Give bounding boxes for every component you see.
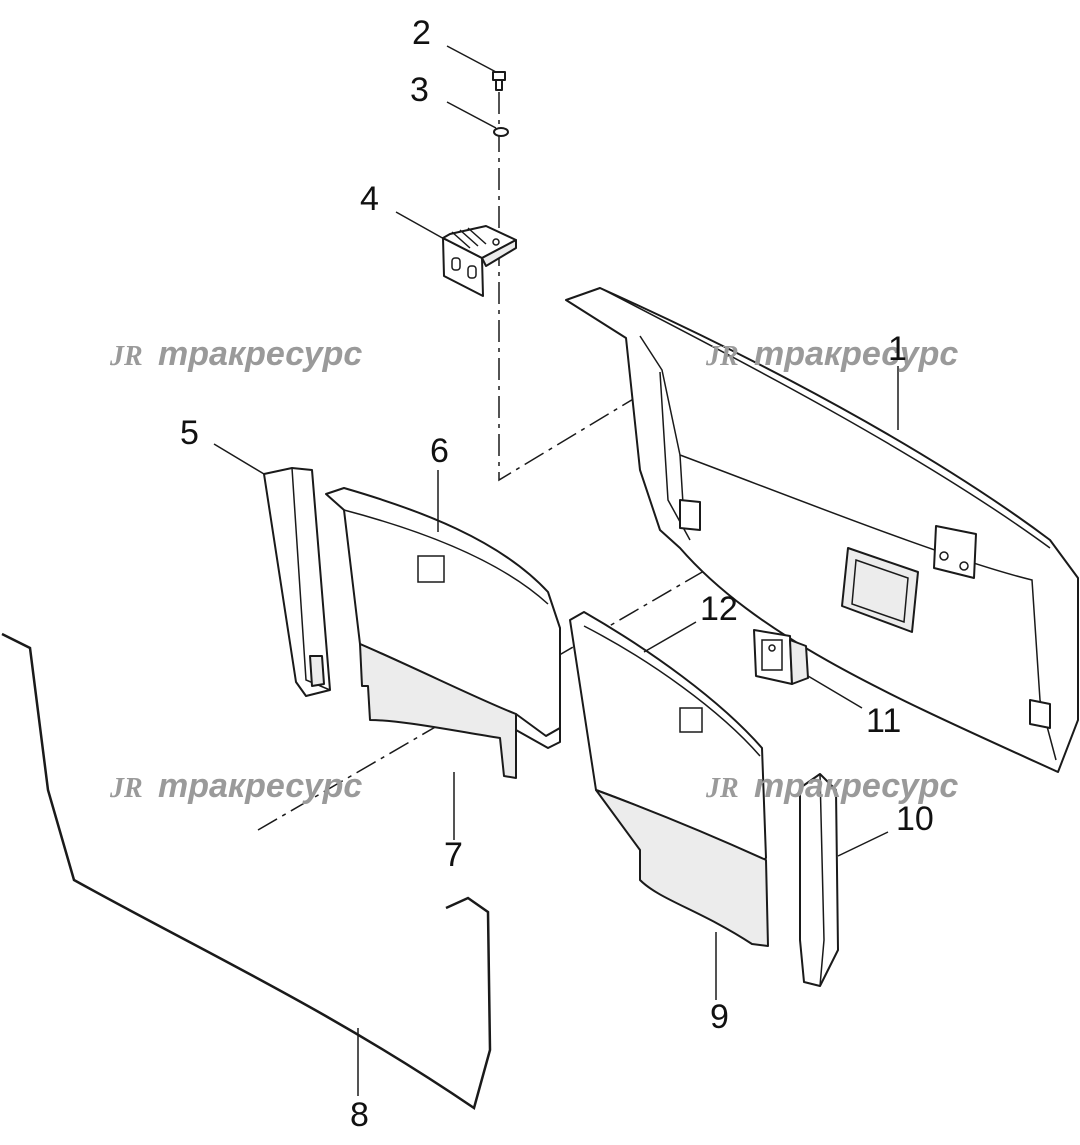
part-latch bbox=[753, 629, 809, 685]
callout-11: 11 bbox=[866, 702, 901, 740]
watermark-text: тракресурс bbox=[158, 767, 362, 805]
watermark-logo: JR bbox=[705, 341, 739, 372]
callout-7: 7 bbox=[444, 836, 463, 874]
callout-6: 6 bbox=[430, 432, 449, 470]
callout-8: 8 bbox=[350, 1096, 369, 1134]
part-front-panel bbox=[565, 287, 1079, 773]
watermark-4: JR тракресурс bbox=[705, 767, 958, 805]
watermark-3: JR тракресурс bbox=[109, 767, 362, 805]
callout-12: 12 bbox=[700, 590, 738, 628]
part-right-end-trim bbox=[799, 773, 839, 987]
leader-lines bbox=[213, 45, 899, 1096]
watermark-text: тракресурс bbox=[158, 335, 362, 373]
part-washer bbox=[493, 127, 509, 137]
part-right-panel bbox=[569, 611, 769, 947]
part-lower-left-panel bbox=[359, 643, 561, 779]
watermark-logo: JR bbox=[109, 341, 143, 372]
watermark-logo: JR bbox=[109, 773, 143, 804]
part-outer-cover bbox=[1, 632, 492, 1111]
callout-2: 2 bbox=[412, 14, 431, 52]
callout-4: 4 bbox=[360, 180, 379, 218]
watermark-2: JR тракресурс bbox=[705, 335, 958, 373]
callout-3: 3 bbox=[410, 71, 429, 109]
callout-10: 10 bbox=[896, 800, 934, 838]
part-left-end-trim bbox=[263, 467, 331, 697]
watermark-text: тракресурс bbox=[754, 767, 958, 805]
callout-labels: 2 3 4 1 5 6 12 11 10 7 9 8 bbox=[180, 14, 934, 1134]
assembly-axis-hinge bbox=[498, 92, 641, 482]
part-bolt bbox=[492, 71, 506, 91]
callout-1: 1 bbox=[888, 330, 907, 368]
part-hinge bbox=[442, 225, 517, 297]
watermark-logo: JR bbox=[705, 773, 739, 804]
callout-5: 5 bbox=[180, 414, 199, 452]
watermark-text: тракресурс bbox=[754, 335, 958, 373]
watermark-1: JR тракресурс bbox=[109, 335, 362, 373]
callout-9: 9 bbox=[710, 998, 729, 1036]
